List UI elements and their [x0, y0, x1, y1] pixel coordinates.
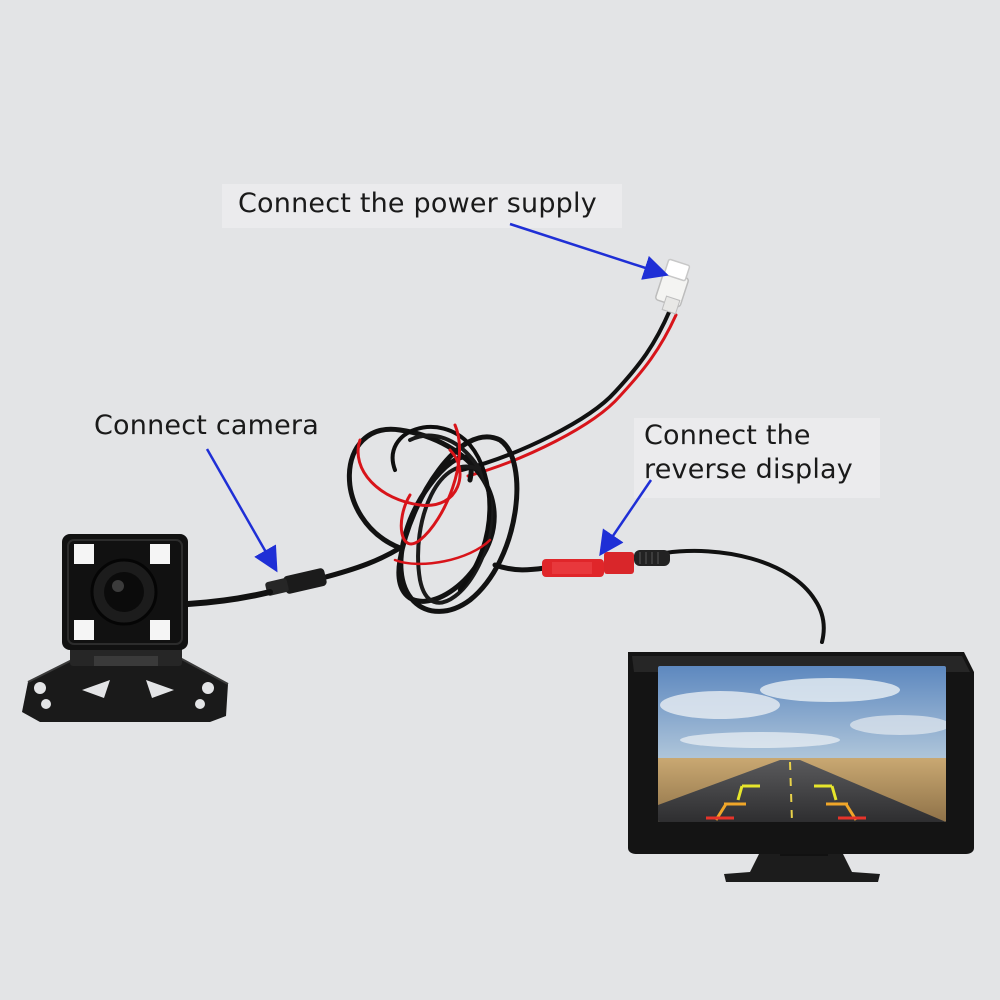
- power-connector-icon: [655, 258, 691, 315]
- power-supply-label: Connect the power supply: [238, 188, 597, 219]
- camera-arrow: [205, 448, 278, 573]
- cable-harness: [319, 308, 826, 644]
- reverse-display-label-line2: reverse display: [644, 454, 853, 485]
- reverse-display-label-line1: Connect the: [644, 420, 811, 451]
- camera-label: Connect camera: [94, 410, 319, 441]
- backup-camera-icon: [22, 534, 273, 722]
- label-box-power: [222, 184, 622, 228]
- rca-connector-icon: [542, 550, 670, 577]
- label-box-reverse: [634, 418, 880, 498]
- car-monitor-icon: [628, 652, 974, 882]
- camera-plug: [265, 568, 327, 596]
- power-arrow: [509, 222, 669, 280]
- callout-arrows: [205, 222, 669, 573]
- reverse-arrow: [599, 479, 653, 557]
